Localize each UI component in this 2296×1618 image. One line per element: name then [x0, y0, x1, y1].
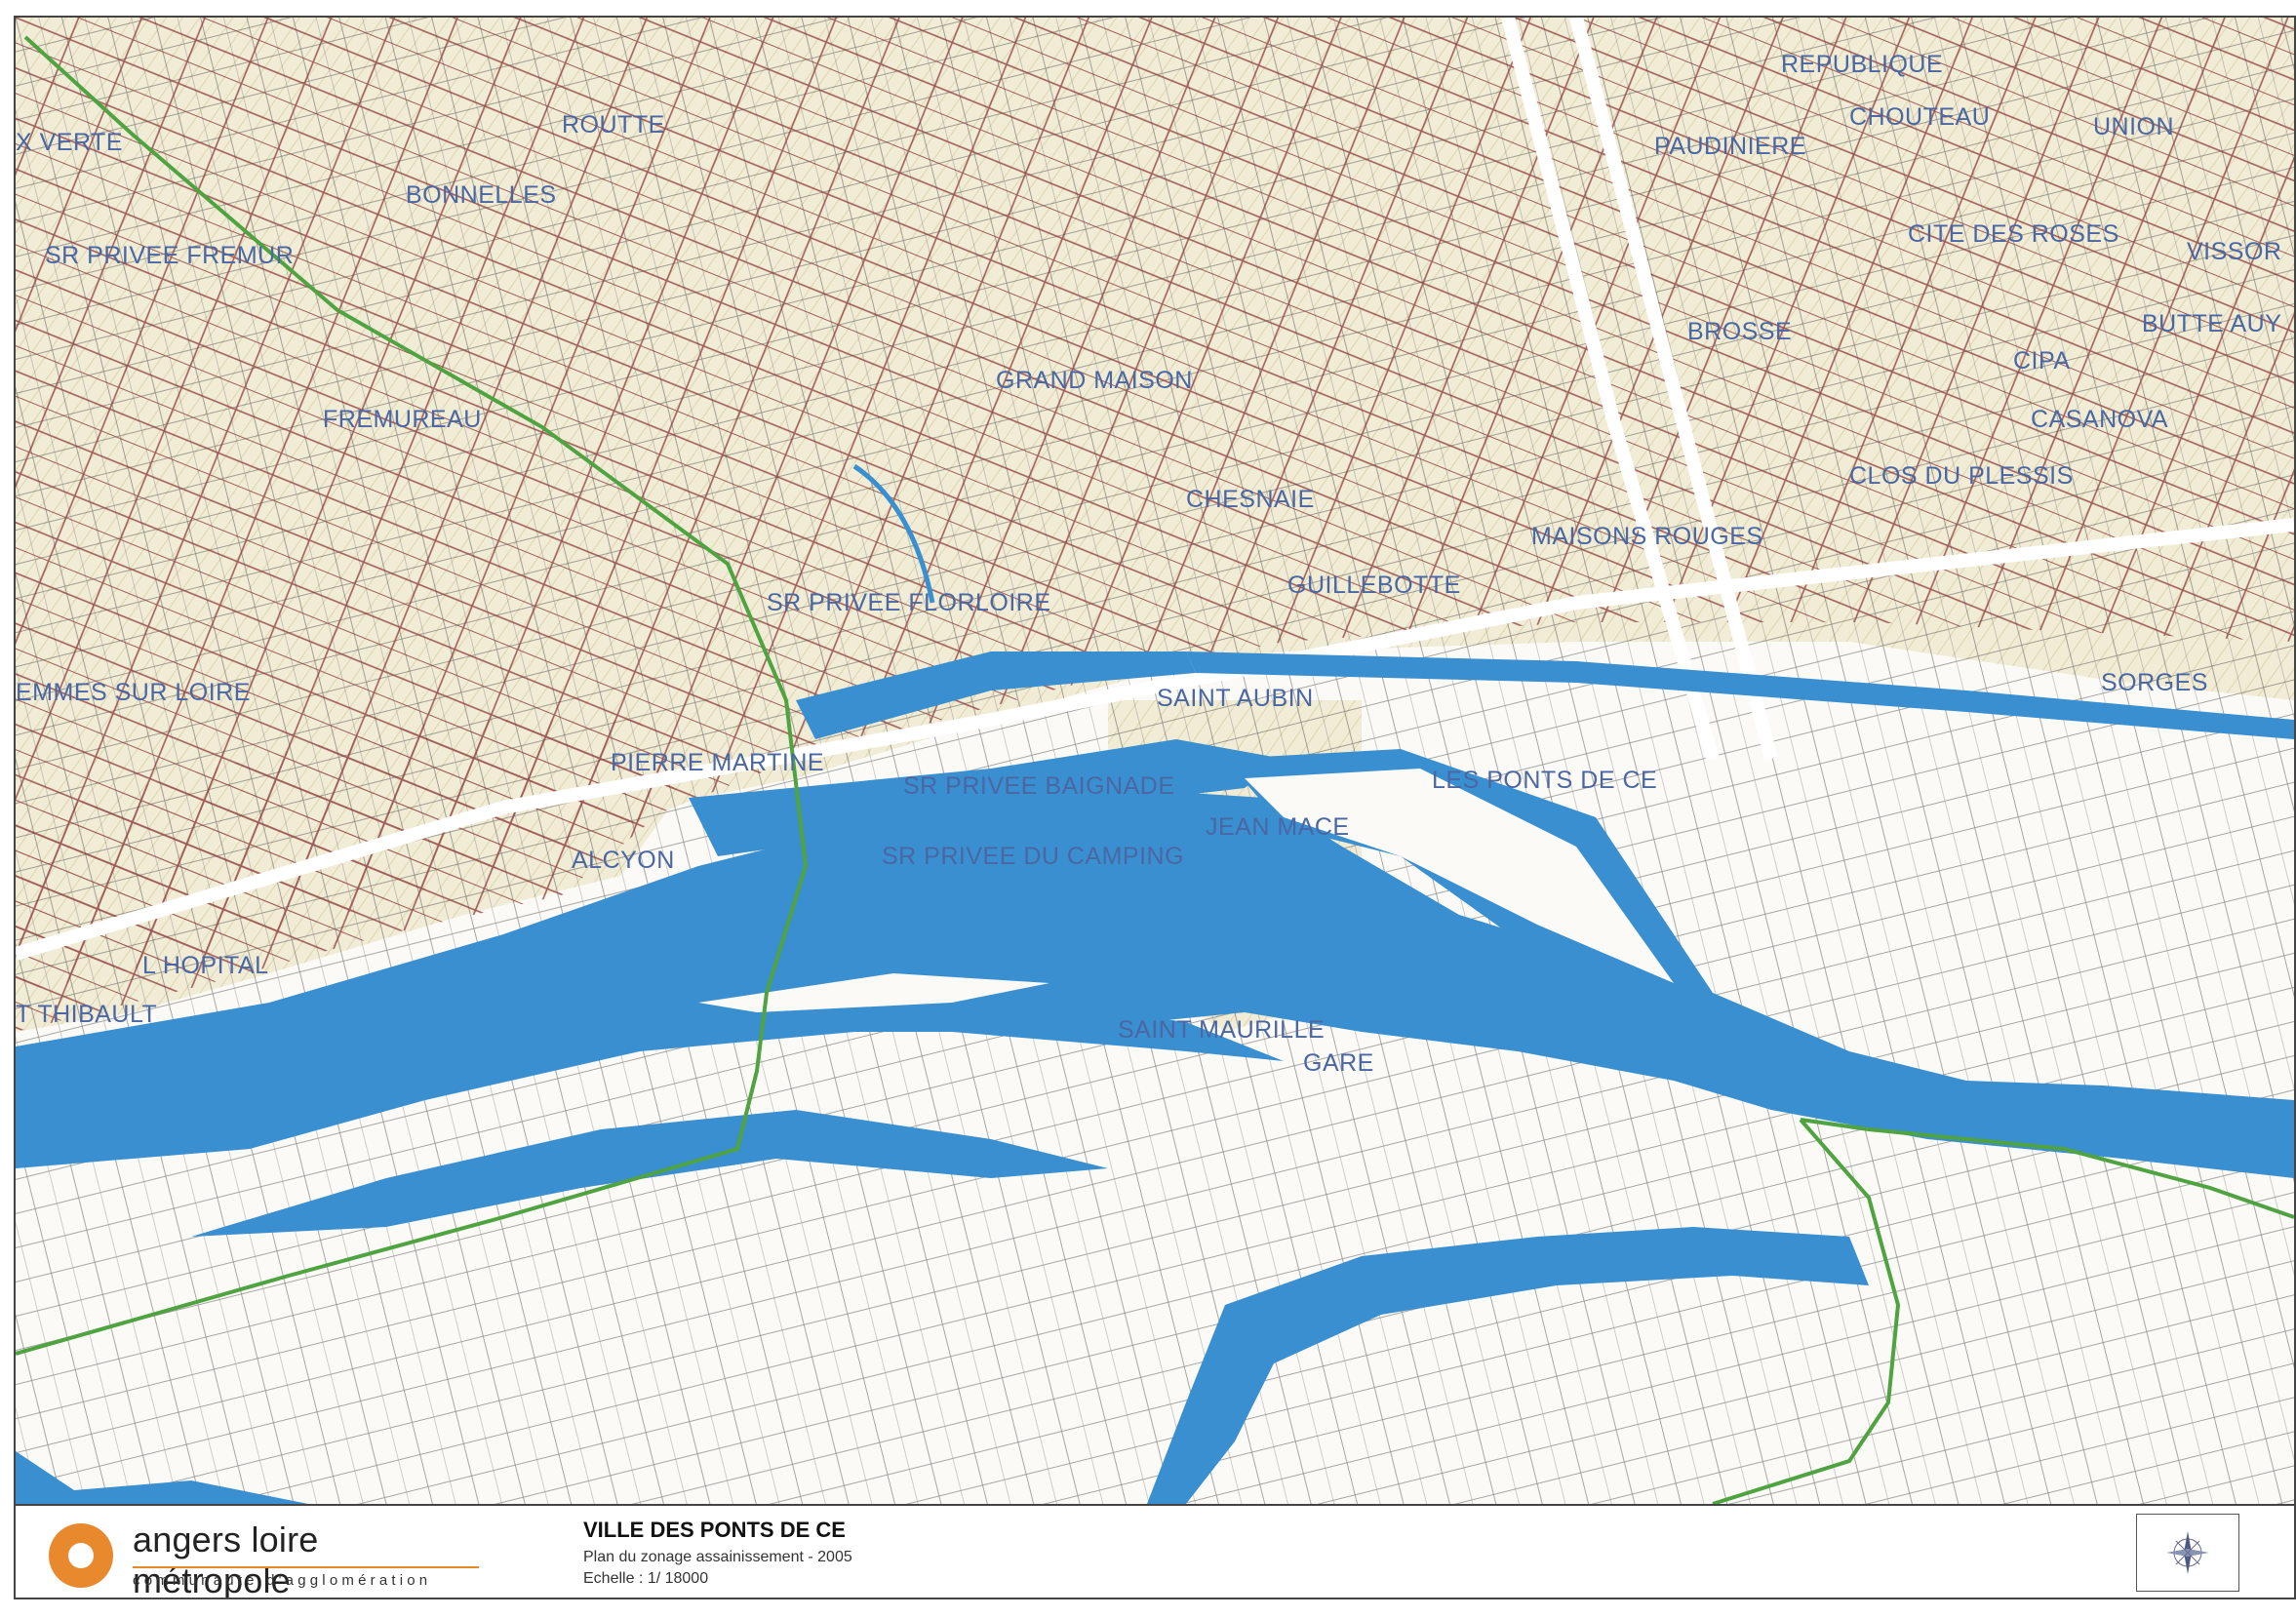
map-label: SORGES: [2101, 669, 2208, 696]
map-label: T THIBAULT: [16, 1001, 157, 1028]
map-label: CIPA: [2013, 347, 2071, 375]
zone-labels: REPUBLIQUE CHOUTEAU UNION PAUDINIERE CIT…: [16, 51, 2281, 1077]
map-label: GUILLEBOTTE: [1287, 572, 1461, 599]
map-label: JEAN MACE: [1206, 813, 1350, 841]
map-label: UNION: [2093, 113, 2174, 140]
islands: [698, 769, 1674, 1012]
map-label: PIERRE MARTINE: [611, 749, 824, 776]
map-label: SR PRIVEE FLORLOIRE: [767, 589, 1051, 616]
map-label: SR PRIVEE FREMUR: [45, 242, 294, 269]
logo: angers loire métropole communauté d'aggl…: [37, 1516, 486, 1598]
map-label: SAINT MAURILLE: [1118, 1016, 1325, 1044]
map-label: X VERTE: [16, 129, 123, 156]
map-label: MAISONS ROUGES: [1531, 523, 1763, 550]
compass-rose-icon: [2166, 1531, 2209, 1574]
map-label: ALCYON: [572, 847, 675, 874]
map-label: GRAND MAISON: [996, 367, 1193, 394]
map-label: VISSOR: [2187, 238, 2281, 265]
map-label: SR PRIVEE DU CAMPING: [882, 843, 1184, 870]
map-title: VILLE DES PONTS DE CE: [583, 1518, 846, 1542]
brand-subtitle: communauté d'agglomération: [133, 1572, 432, 1589]
map-subtitle: Plan du zonage assainissement - 2005: [583, 1549, 852, 1565]
main-roads: [16, 18, 2294, 961]
map-label: PAUDINIERE: [1654, 133, 1806, 160]
commune-boundary: [16, 35, 2294, 1504]
map-canvas: REPUBLIQUE CHOUTEAU UNION PAUDINIERE CIT…: [16, 18, 2294, 1504]
compass-box: [2136, 1514, 2239, 1592]
map-label: GARE: [1303, 1049, 1374, 1077]
map-label: CHESNAIE: [1186, 486, 1315, 513]
map-label: FREMUREAU: [323, 406, 482, 433]
map-label: L HOPITAL: [142, 952, 269, 979]
map-label: BONNELLES: [406, 181, 557, 209]
map-label: BROSSE: [1687, 318, 1792, 345]
map-label: BUTTE AUY: [2142, 310, 2281, 337]
map-label: CITE DES ROSES: [1908, 220, 2119, 248]
street-network: [16, 18, 2294, 1032]
title-block: VILLE DES PONTS DE CE Plan du zonage ass…: [583, 1518, 852, 1592]
brand-divider: [133, 1566, 479, 1568]
map-label: EMMES SUR LOIRE: [16, 679, 251, 706]
map-legend-footer: angers loire métropole communauté d'aggl…: [16, 1504, 2294, 1598]
map-label: ROUTTE: [562, 111, 665, 138]
canal: [852, 463, 935, 604]
map-label: CASANOVA: [2031, 406, 2168, 433]
brand-logo-icon: [49, 1523, 113, 1588]
map-label: REPUBLIQUE: [1781, 51, 1943, 78]
map-label: SAINT AUBIN: [1157, 685, 1314, 712]
map-scale: Echelle : 1/ 18000: [583, 1570, 709, 1587]
map-label: CLOS DU PLESSIS: [1849, 462, 2074, 490]
map-label: LES PONTS DE CE: [1432, 767, 1657, 794]
map-frame: REPUBLIQUE CHOUTEAU UNION PAUDINIERE CIT…: [14, 16, 2296, 1599]
map-label: SR PRIVEE BAIGNADE: [903, 772, 1175, 800]
map-label: CHOUTEAU: [1849, 103, 1990, 131]
